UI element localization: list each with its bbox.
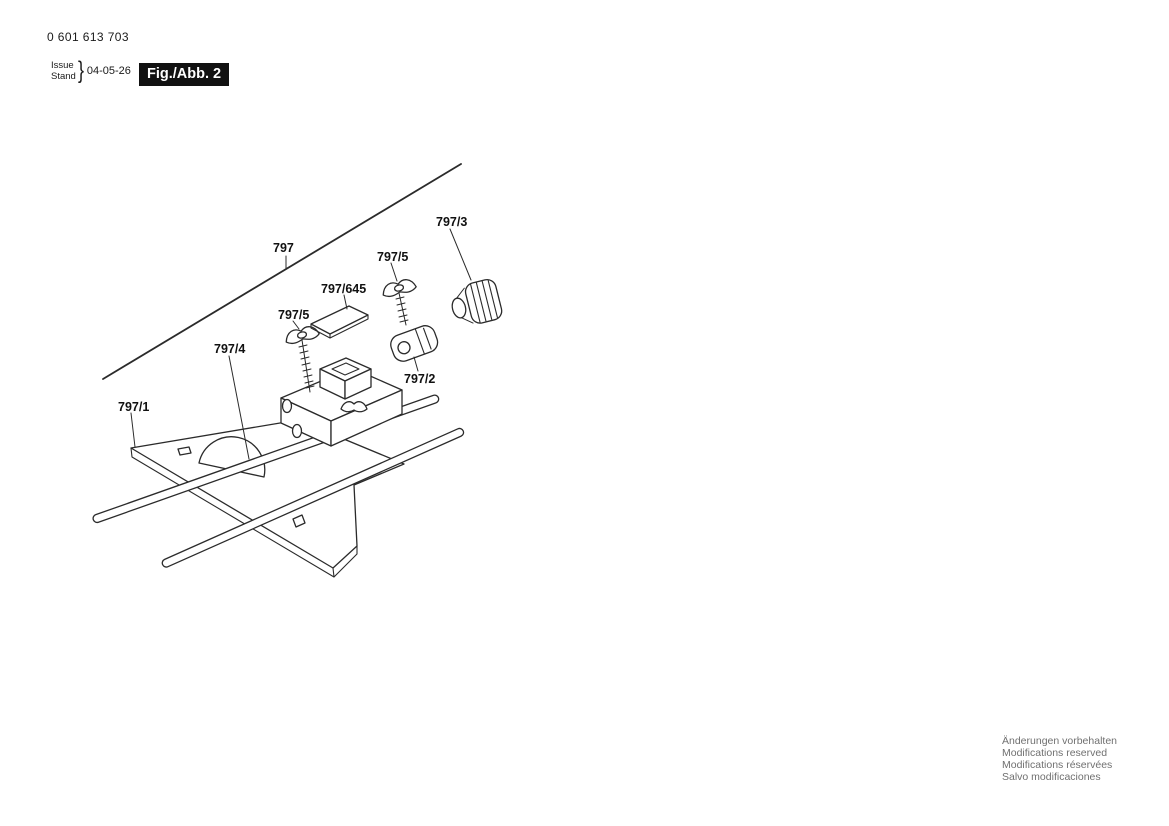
clamp-slot-lines	[414, 327, 432, 355]
part-label-797-1: 797/1	[118, 400, 149, 414]
part-label-797-2: 797/2	[404, 372, 435, 386]
footer-line-german: Änderungen vorbehalten	[1002, 735, 1118, 747]
bracket-wing-nut	[340, 401, 368, 413]
wing-screw-upper	[380, 276, 418, 326]
assembly-reference-line	[102, 163, 462, 380]
part-label-797-5-upper: 797/5	[377, 250, 408, 264]
rod-hole-upper	[281, 398, 293, 414]
wing-screw-lower	[283, 323, 321, 393]
bracket-boss-square-hole	[331, 362, 360, 376]
bracket-boss-right	[344, 368, 372, 400]
leader-797-3	[449, 228, 472, 281]
part-label-797-4: 797/4	[214, 342, 245, 356]
glide-plate-face	[310, 305, 369, 335]
bracket-right-face	[330, 389, 403, 447]
leader-797-645	[343, 294, 348, 310]
issue-stand-block: Issue Stand } 04-05-26	[51, 57, 131, 85]
issue-label: Issue	[51, 59, 74, 71]
guide-bracket-body	[280, 357, 403, 447]
part-label-797-3: 797/3	[436, 215, 467, 229]
leader-797-5-upper	[390, 262, 398, 282]
wing-screw-upper-threads	[395, 296, 409, 323]
knurled-knob	[451, 278, 503, 324]
knob-boss	[451, 297, 467, 319]
wing-screw-lower-shaft	[301, 339, 311, 393]
guide-rod-lower	[161, 427, 465, 568]
brace-glyph: }	[77, 57, 84, 84]
footer-line-english: Modifications reserved	[1002, 746, 1108, 759]
part-label-797-5-lower: 797/5	[278, 308, 309, 322]
clamp-hole	[397, 341, 411, 355]
knob-knurling	[469, 280, 499, 323]
glide-plate	[310, 305, 369, 339]
issue-date: 04-05-26	[86, 65, 131, 77]
base-plate-thickness-edge	[130, 447, 358, 578]
document-part-number: 0 601 613 703	[47, 30, 129, 44]
footer-line-french: Modifications réservées	[1002, 758, 1113, 771]
leader-797-5-lower	[292, 320, 300, 330]
leader-797-4	[228, 355, 250, 460]
glide-plate-thickness	[310, 315, 369, 339]
base-plate-slot-right	[292, 514, 306, 528]
leader-797-1	[130, 412, 136, 448]
stand-label: Stand	[51, 71, 76, 82]
knob-body	[464, 278, 503, 324]
footer-line-spanish: Salvo modificaciones	[1002, 770, 1101, 783]
issue-stand-labels: Issue Stand	[51, 60, 76, 83]
leader-797-2	[413, 356, 419, 372]
rod-hole-lower	[291, 423, 303, 439]
knob-boss-edges	[456, 287, 474, 324]
part-label-797-645: 797/645	[321, 282, 366, 296]
figure-label: Fig./Abb. 2	[139, 63, 230, 86]
leader-lines	[130, 228, 472, 460]
wing-screw-lower-threads	[298, 344, 315, 389]
base-plate	[130, 419, 405, 578]
part-labels: 797 797/3 797/5 797/645 797/5 797/4 797/…	[118, 215, 467, 414]
clamp-piece	[390, 325, 439, 362]
footer-notice: Änderungen vorbehalten Modifications res…	[1002, 735, 1118, 784]
base-plate-slot-left	[177, 446, 192, 456]
part-label-797: 797	[273, 241, 294, 255]
